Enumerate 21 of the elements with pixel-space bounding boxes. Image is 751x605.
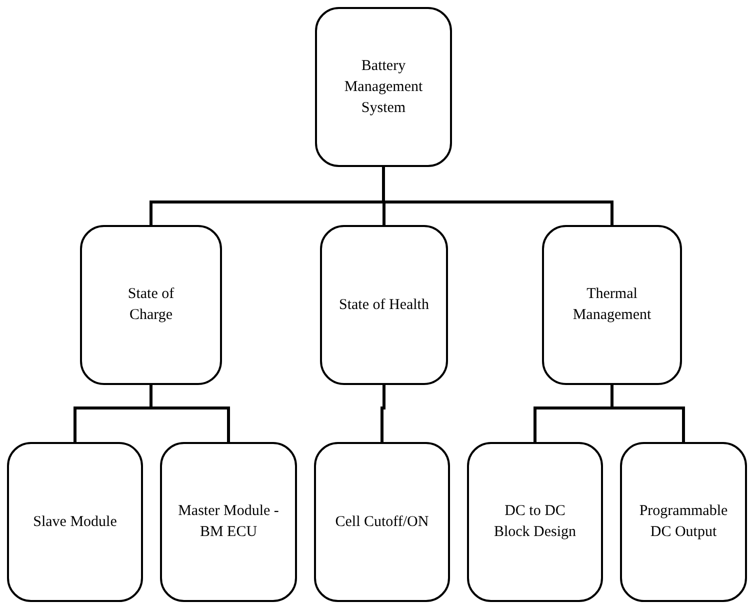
rounded-box [320, 225, 448, 385]
box-label: State of Charge [126, 285, 176, 325]
rounded-box [620, 442, 747, 602]
box-label: Battery Management System [344, 56, 424, 118]
rounded-box [314, 442, 450, 602]
connector-line [150, 385, 230, 442]
box-label: State of Health [339, 296, 429, 314]
box-label: Slave Module [33, 512, 117, 532]
box-label: Programmable DC Output [638, 502, 729, 542]
connector-line [610, 385, 685, 442]
connector-line [380, 385, 386, 442]
rounded-box [542, 225, 682, 385]
rounded-box [160, 442, 297, 602]
box-label: Thermal Management [572, 285, 652, 325]
rounded-box [7, 442, 143, 602]
rounded-box [467, 442, 603, 602]
box-label: Cell Cutoff/ON [335, 512, 429, 532]
rounded-box [315, 7, 452, 167]
rounded-box [80, 225, 222, 385]
box-label: Master Module -BM ECU [177, 502, 280, 542]
box-label: DC to DC Block Design [492, 502, 578, 542]
